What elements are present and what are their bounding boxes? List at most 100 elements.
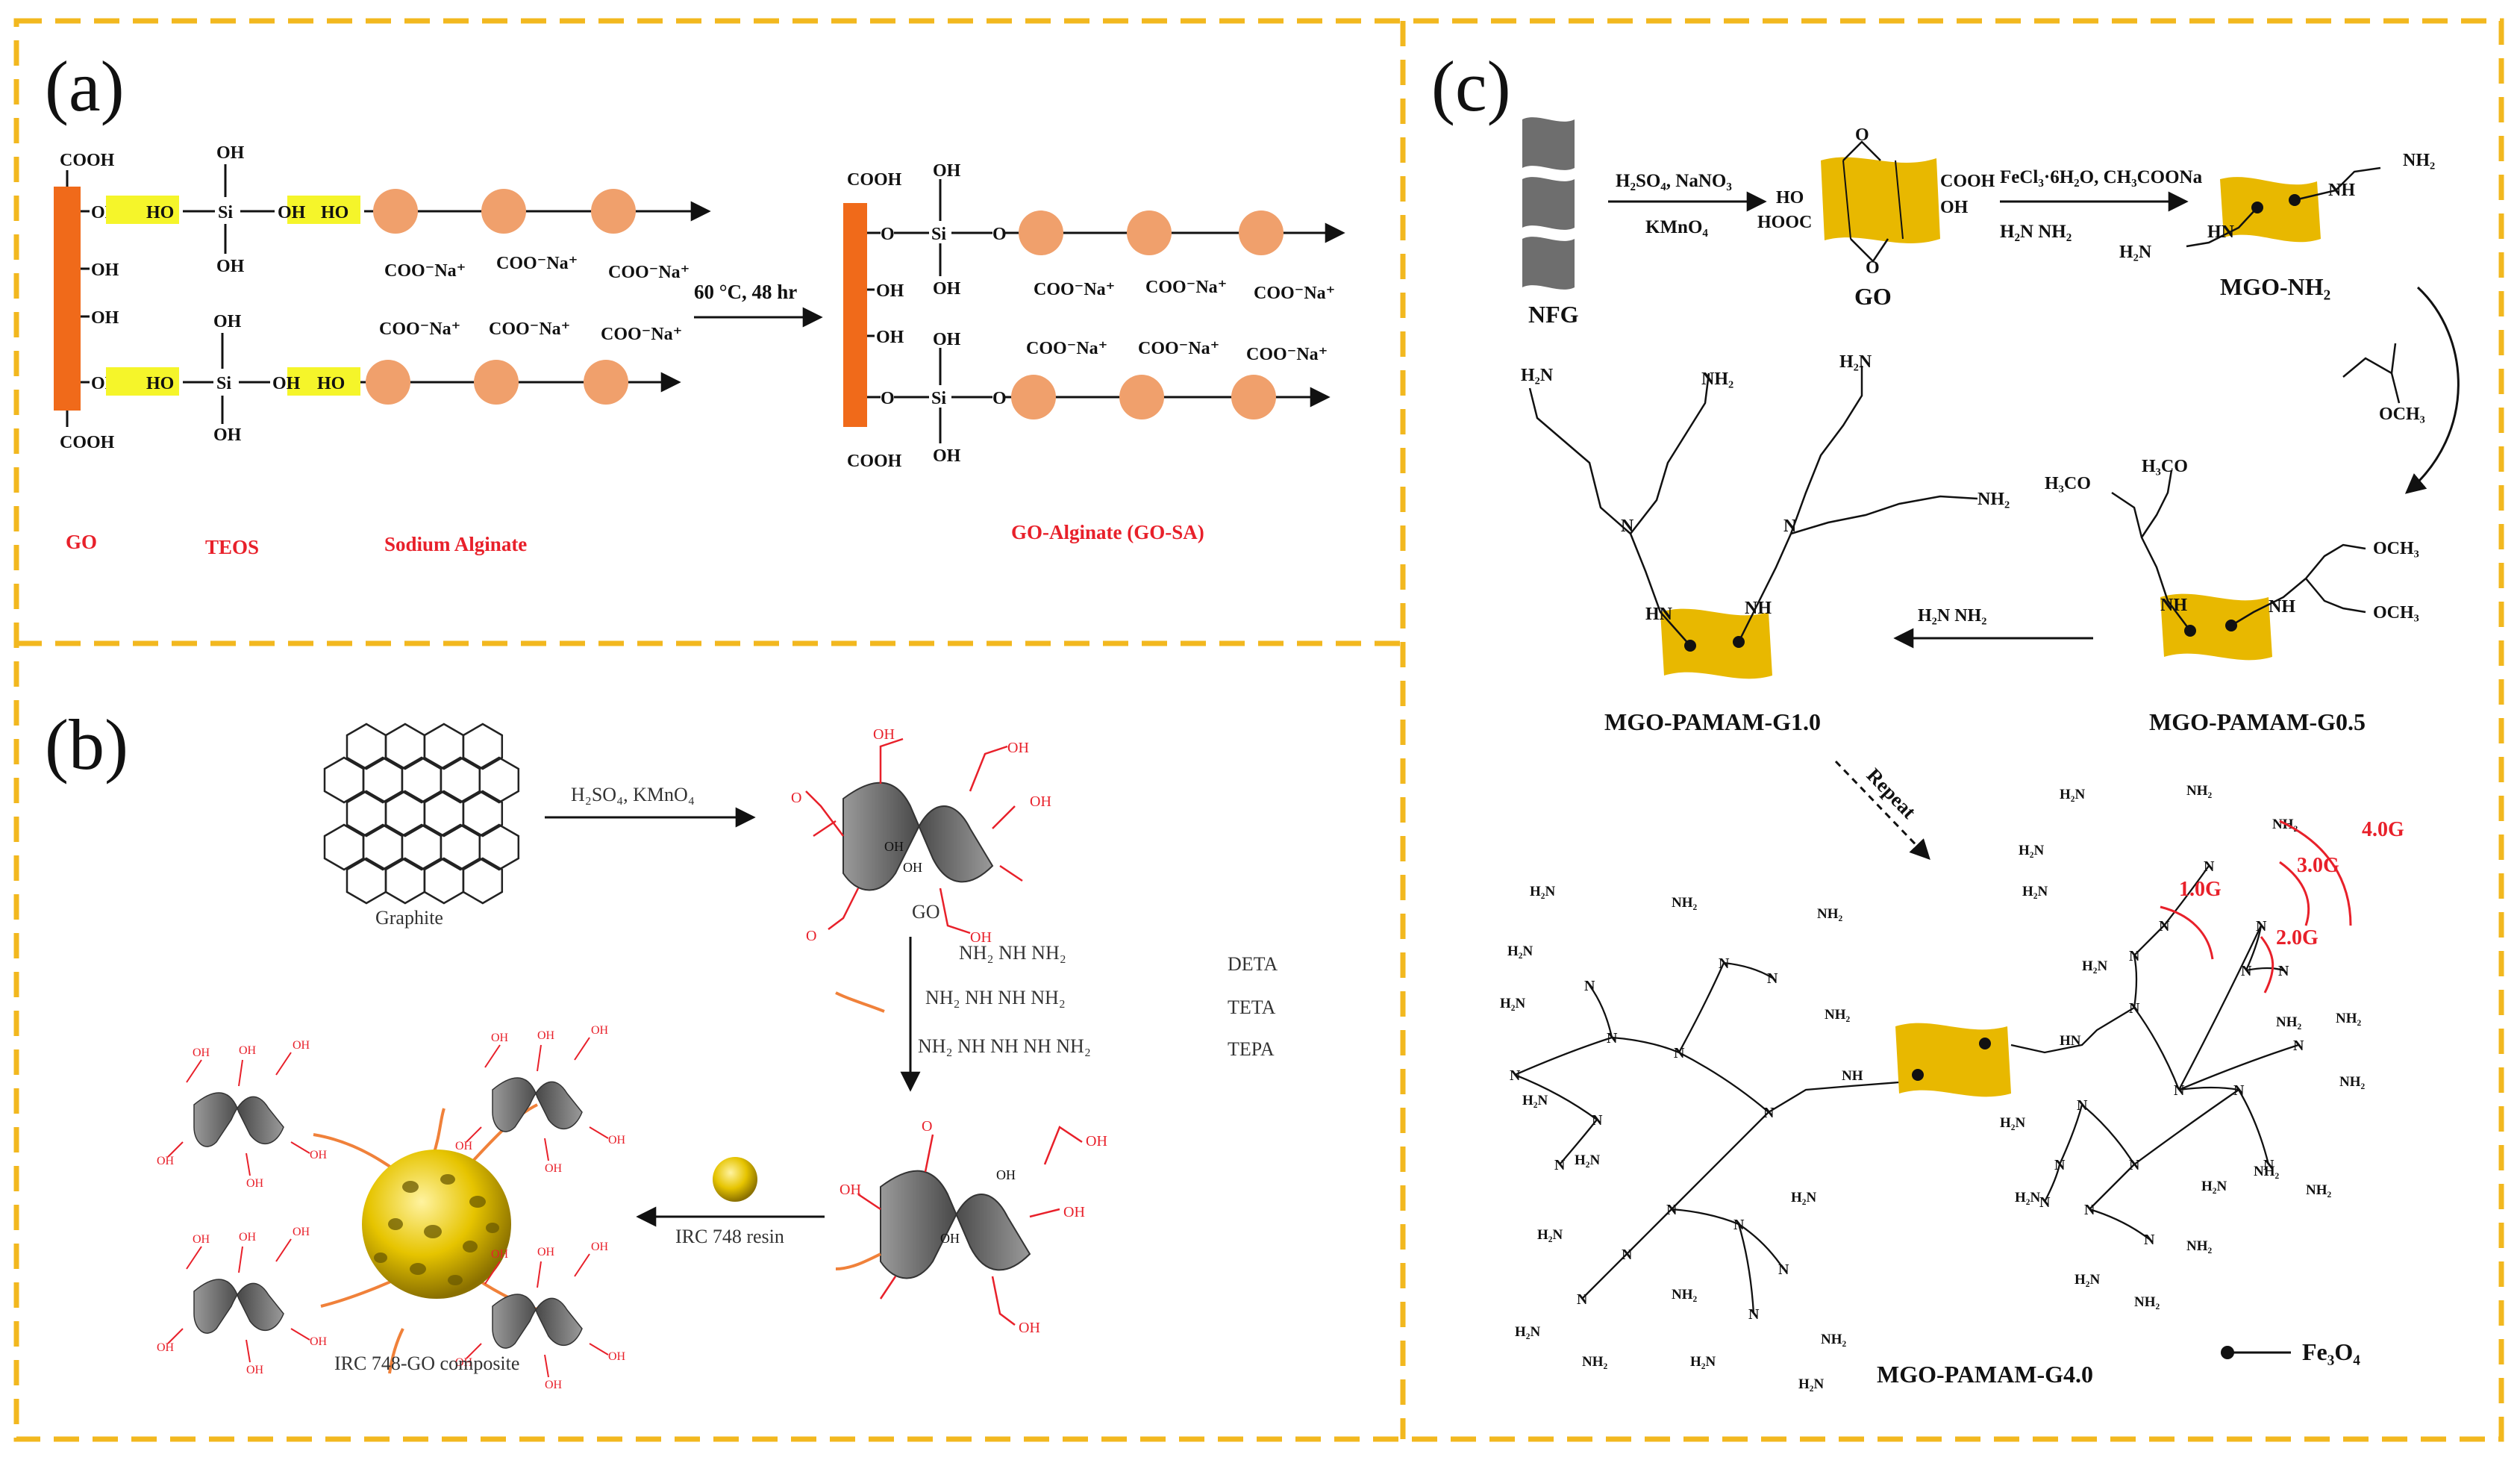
label-sodium-alginate: Sodium Alginate — [384, 533, 527, 555]
coona-1: COO⁻Na⁺ — [384, 261, 466, 281]
mgo-hn-1: HN — [2207, 222, 2235, 242]
repeat-arrow — [1834, 760, 1930, 860]
dendrimer-n-node: N — [1510, 1067, 1521, 1084]
b-o-1: O — [791, 790, 801, 806]
dendrimer-n-node: N — [1622, 1247, 1633, 1263]
gen-2: 2.0G — [2276, 926, 2319, 949]
highlight-3 — [106, 367, 179, 396]
legend-fe3o4-label: Fe₃O₄ — [2302, 1338, 2360, 1365]
teos-oh-r2: OH — [933, 279, 961, 299]
dendrimer-n-node: N — [2233, 1082, 2245, 1099]
dendrimer-terminal-amine: NH₂ — [1672, 1287, 1698, 1303]
small-sheet-oh: OH — [293, 1226, 310, 1238]
dendrimer-terminal-amine: H₂N — [2022, 884, 2048, 899]
g10-h2n-2: H₂N — [1839, 352, 1872, 372]
dendrimer-n-node: N — [2084, 1202, 2095, 1218]
si-4: Si — [931, 389, 946, 408]
g40-core-sheet — [1895, 1023, 2011, 1097]
small-sheet-oh: OH — [591, 1241, 609, 1253]
b2-o-1: O — [922, 1118, 932, 1135]
coona-4: COO⁻Na⁺ — [379, 319, 460, 339]
dendrimer-n-node: N — [2129, 948, 2140, 964]
small-sheet-oh: OH — [608, 1134, 626, 1147]
ho-1: HO — [146, 203, 174, 222]
coona-6: COO⁻Na⁺ — [601, 325, 682, 344]
small-sheet-oh: OH — [537, 1029, 555, 1042]
label-mgo-nh2: MGO-NH₂ — [2220, 273, 2330, 300]
coona-r2: COO⁻Na⁺ — [1145, 278, 1227, 297]
dendrimer-n-node: N — [1577, 1291, 1588, 1308]
c-cooh-1: COOH — [1940, 172, 1995, 191]
cooh-top-left: COOH — [60, 151, 115, 170]
label-resin: IRC 748 resin — [675, 1226, 784, 1247]
mgo-nh-1: NH — [2328, 181, 2355, 200]
dendrimer-n-node: N — [1763, 1105, 1775, 1121]
deta-name: DETA — [1228, 953, 1278, 975]
dendrimer-n-node: N — [1767, 970, 1778, 987]
dendrimer-n-node: N — [1674, 1045, 1685, 1061]
dendrimer-n-node: N — [2129, 1000, 2140, 1017]
graphite-hexagon — [478, 823, 520, 871]
gen-4: 4.0G — [2362, 818, 2404, 841]
dendrimer-terminal-amine: H₂N — [1575, 1152, 1600, 1168]
ho-4: HO — [317, 374, 345, 393]
dendrimer-terminal-amine: H₂N — [2201, 1179, 2227, 1194]
label-g05: MGO-PAMAM-G0.5 — [2149, 708, 2366, 735]
cooh-bottom-right: COOH — [847, 452, 902, 471]
coona-r5: COO⁻Na⁺ — [1138, 339, 1219, 358]
tepa-name: TEPA — [1228, 1038, 1275, 1060]
amine-linker-icon — [835, 991, 885, 1013]
dendrimer-n-node: N — [1584, 978, 1595, 994]
panel-b-letter: (b) — [45, 705, 128, 784]
si-3: Si — [931, 225, 946, 244]
label-composite: IRC 748-GO composite — [334, 1353, 519, 1374]
dendrimer-n-node: N — [2174, 1082, 2185, 1099]
deta-formula: NH₂ NH NH₂ — [959, 942, 1066, 964]
b-oh-1: OH — [873, 726, 895, 743]
oh-r2: OH — [876, 328, 904, 347]
dendrimer-terminal-amine: H₂N — [1522, 1093, 1548, 1108]
small-sheet-oh: OH — [246, 1177, 264, 1190]
dendrimer-n-node: N — [2256, 918, 2267, 935]
g05-nh-1: NH — [2160, 596, 2187, 615]
dendrimer-n-node: N — [2077, 1097, 2088, 1114]
b-oh-4: OH — [970, 929, 992, 946]
small-sheet-oh: OH — [537, 1246, 555, 1258]
resin-bead-icon — [713, 1157, 757, 1202]
small-sheet-oh: OH — [293, 1039, 310, 1052]
g10-h2n-1: H₂N — [1521, 366, 1554, 385]
dendrimer-terminal-amine: NH₂ — [2306, 1182, 2332, 1198]
dendrimer-terminal-amine: NH₂ — [2339, 1074, 2366, 1090]
o-4: O — [992, 389, 1007, 408]
dendrimer-terminal-amine: H₂N — [1537, 1227, 1563, 1243]
g05-h3co-1: H₃CO — [2045, 474, 2091, 493]
g05-nh-2: NH — [2269, 597, 2295, 617]
graphite-hexagon — [462, 723, 504, 770]
acrylate-structure — [2342, 343, 2401, 404]
small-sheet-oh: OH — [310, 1149, 328, 1161]
ho-3: HO — [321, 203, 348, 222]
reagent-c2-top: FeCl₃·6H₂O, CH₃COONa — [2000, 167, 2203, 187]
small-sheet-oh: OH — [246, 1364, 264, 1376]
teta-formula: NH₂ NH NH NH₂ — [925, 987, 1066, 1008]
teos-oh-bot-1: OH — [216, 257, 245, 276]
oh-2: OH — [91, 261, 119, 280]
cooh-bottom-left: COOH — [60, 433, 115, 452]
g10-n-2: N — [1783, 517, 1797, 536]
label-nfg: NFG — [1528, 301, 1579, 328]
dendrimer-n-node: N — [1607, 1030, 1618, 1046]
go-sheet-c — [1821, 140, 1940, 263]
dendrimer-terminal-amine: NH₂ — [2134, 1294, 2160, 1310]
reagent-b: H₂SO₄, KMnO₄ — [571, 784, 695, 805]
dendrimer-terminal-amine: H₂N — [1515, 1324, 1540, 1340]
acrylate-och3: OCH₃ — [2379, 405, 2425, 424]
small-sheet-oh: OH — [491, 1248, 509, 1261]
cooh-top-right: COOH — [847, 170, 902, 190]
g05-sheet — [2111, 470, 2366, 661]
generation-arcs — [2160, 820, 2352, 993]
dendrimer-n-node: N — [2144, 1232, 2155, 1248]
